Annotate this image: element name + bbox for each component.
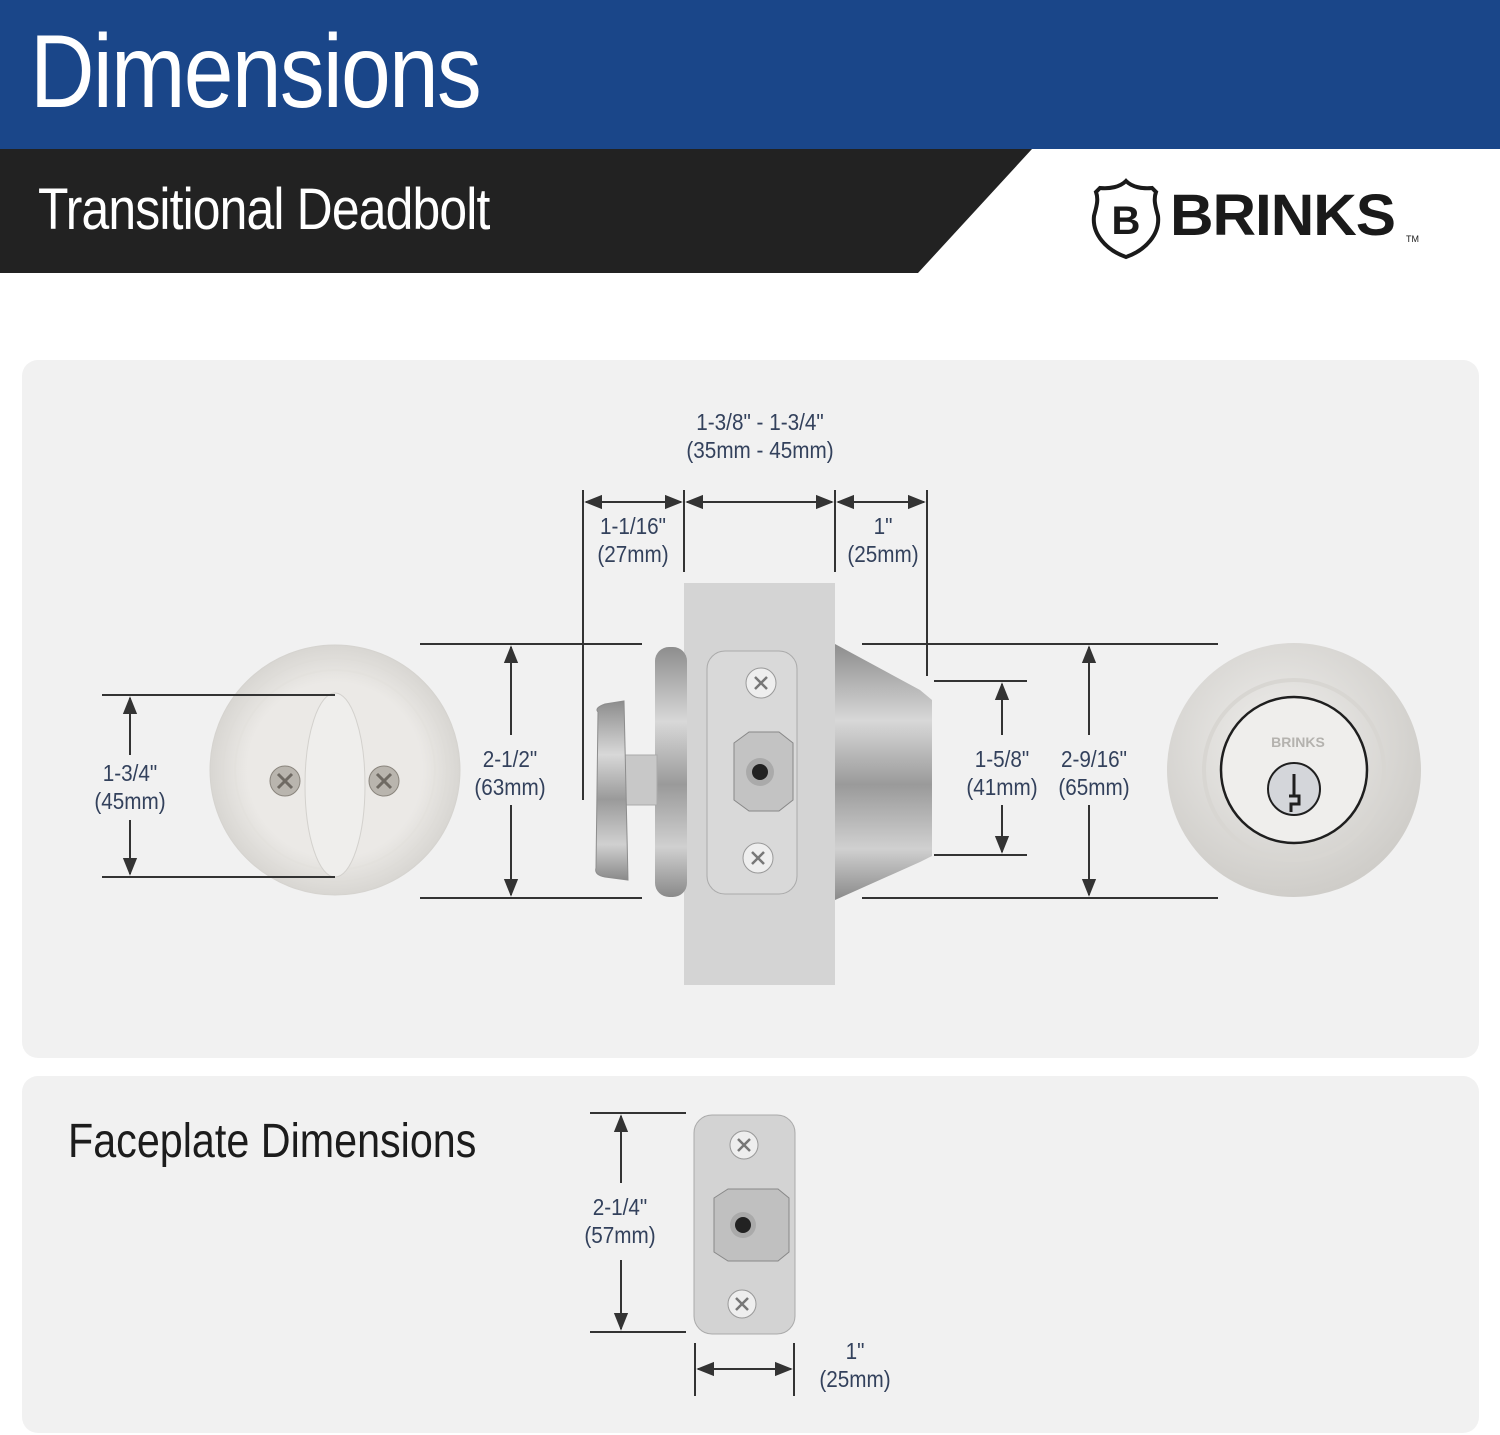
svg-text:B: B (1112, 199, 1141, 243)
thumbturn-height-label: 1-3/4" (45mm) (94, 760, 166, 814)
title-bar (0, 0, 1500, 149)
trademark: TM (1406, 234, 1419, 244)
exterior-projection-label: 1" (25mm) (847, 513, 919, 567)
interior-projection-label: 1-1/16" (27mm) (597, 513, 669, 567)
exterior-housing (835, 644, 932, 900)
exterior-rose-diameter-label: 2-9/16" (65mm) (1058, 746, 1130, 800)
page-title: Dimensions (30, 14, 482, 130)
brand-name: BRINKS (1170, 183, 1396, 248)
keyed-cylinder-icon: BRINKS (1167, 643, 1421, 897)
thumbturn-rose-icon (209, 644, 461, 896)
brand-logo: B BRINKS TM (1090, 178, 1420, 260)
interior-rose (655, 647, 687, 897)
faceplate-drawing (693, 1114, 796, 1335)
interior-rose-diameter-label: 2-1/2" (63mm) (474, 746, 546, 800)
thumbturn-side (595, 700, 629, 881)
product-name: Transitional Deadbolt (38, 177, 490, 242)
faceplate-heading: Faceplate Dimensions (68, 1115, 477, 1168)
faceplate-width-label: 1" (25mm) (819, 1338, 891, 1392)
subtitle-bar (0, 149, 1032, 273)
cylinder-face-label: 1-5/8" (41mm) (966, 746, 1038, 800)
svg-text:BRINKS: BRINKS (1271, 734, 1325, 750)
shield-badge-icon: B (1091, 178, 1161, 260)
door-thickness-label: 1-3/8" - 1-3/4" (35mm - 45mm) (686, 409, 834, 463)
bolt-faceplate (706, 650, 798, 895)
faceplate-height-label: 2-1/4" (57mm) (584, 1194, 656, 1248)
